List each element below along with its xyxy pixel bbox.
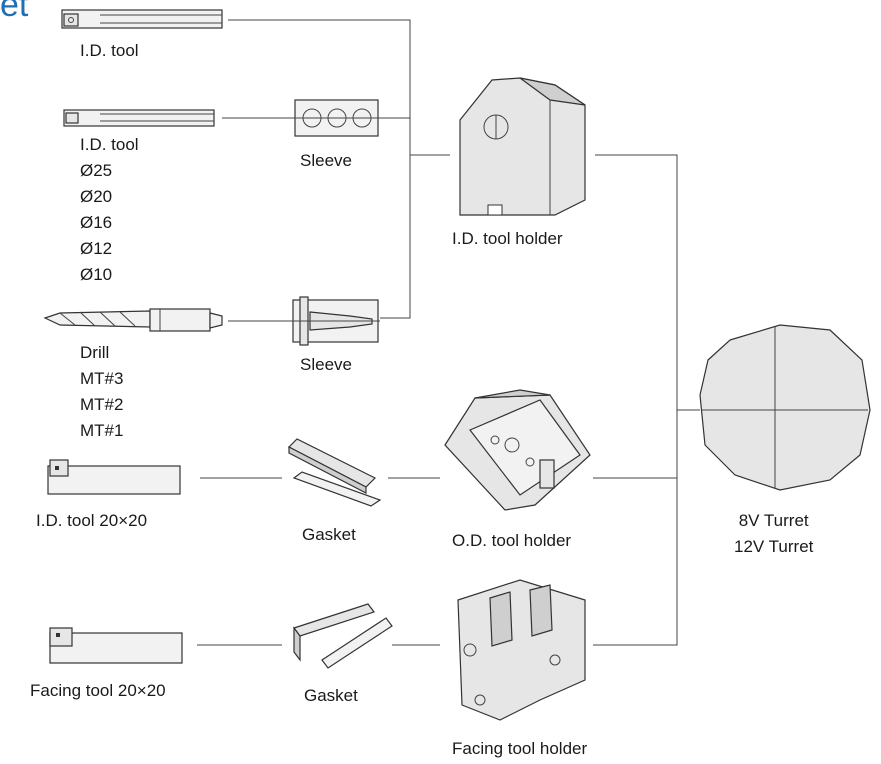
size-10: Ø10 [80, 265, 113, 284]
label-facing-tool-20x20: Facing tool 20×20 [30, 681, 166, 700]
size-20: Ø20 [80, 187, 113, 206]
label-facing-tool-holder: Facing tool holder [452, 739, 588, 758]
mt2: MT#2 [80, 395, 124, 414]
mt3: MT#3 [80, 369, 124, 388]
label-gasket-2: Gasket [304, 686, 358, 705]
label-sleeve-2: Sleeve [300, 355, 352, 374]
id-tool-boring-bar [63, 109, 215, 127]
connector-lines [197, 19, 700, 646]
label-gasket-1: Gasket [302, 525, 356, 544]
label-id-tool-top: I.D. tool [80, 41, 139, 60]
gasket-2 [293, 603, 393, 669]
label-12v-turret: 12V Turret [734, 537, 814, 556]
page-heading-fragment: et [0, 0, 29, 24]
label-id-tool-20x20: I.D. tool 20×20 [36, 511, 148, 530]
label-8v-turret: 8V Turret [738, 511, 809, 530]
facing-tool-20x20 [49, 627, 183, 664]
sleeve-1 [290, 99, 388, 137]
id-tool-20x20 [47, 459, 181, 495]
size-25: Ø25 [80, 161, 113, 180]
od-tool-holder [444, 389, 591, 511]
sleeve-2 [290, 296, 380, 346]
label-sleeve-1: Sleeve [300, 151, 352, 170]
label-id-tool-holder: I.D. tool holder [452, 229, 563, 248]
size-16: Ø16 [80, 213, 113, 232]
gasket-1 [287, 438, 382, 507]
label-drill: Drill [80, 343, 110, 362]
drill-bit [43, 308, 223, 332]
id-tool-sizes: I.D. tool Ø25 Ø20 Ø16 Ø12 Ø10 [80, 132, 139, 288]
drill-sizes: Drill MT#3 MT#2 MT#1 [80, 340, 123, 444]
turret [699, 324, 871, 491]
size-12: Ø12 [80, 239, 113, 258]
id-tool-boring-bar-top [61, 9, 223, 29]
label-od-tool-holder: O.D. tool holder [452, 531, 572, 550]
turret-labels: 8V Turret 12V Turret [734, 508, 813, 560]
label-id-tool: I.D. tool [80, 135, 139, 154]
id-tool-holder [459, 77, 586, 216]
mt1: MT#1 [80, 421, 124, 440]
facing-tool-holder [457, 579, 586, 721]
